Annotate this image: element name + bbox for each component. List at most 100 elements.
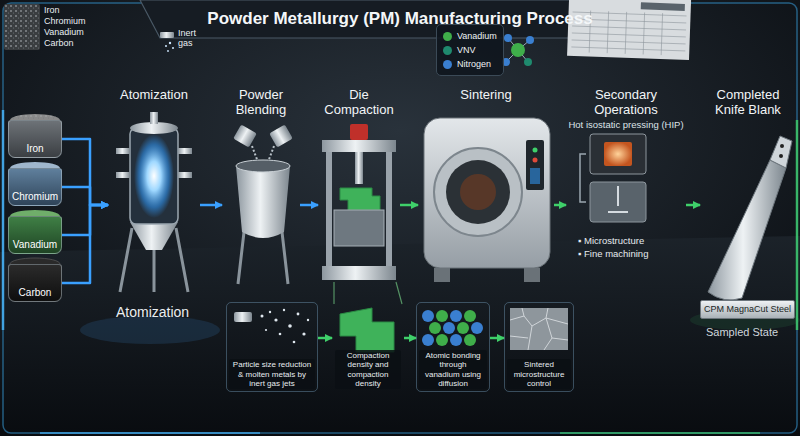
text-label: Atomization xyxy=(116,304,189,320)
knife-blank-part xyxy=(770,136,792,168)
process-stage: Completed Knife BlankCPM MagnaCut Steel xyxy=(700,86,796,322)
text-label: Chromium xyxy=(44,16,86,26)
powder-swatch-part xyxy=(4,4,40,50)
furnace xyxy=(424,118,550,282)
microstructure-panel-art-part xyxy=(510,308,568,350)
die-callout xyxy=(334,282,402,304)
legend-swatch xyxy=(443,46,452,55)
node-heading: Chromium xyxy=(12,191,58,202)
node-heading: Secondary Operations xyxy=(568,88,684,118)
spray-panel-art-part xyxy=(297,313,300,316)
frame-part xyxy=(2,110,5,330)
legend-text: Nitrogen xyxy=(457,59,491,69)
atom-panel-art-part xyxy=(422,310,434,322)
inert-gas-icon xyxy=(160,32,174,52)
spray-panel-art-part xyxy=(307,319,309,321)
compact-panel-art-part xyxy=(340,308,394,352)
microstructure-panel-art-part xyxy=(510,308,568,350)
die-press-part xyxy=(355,152,363,184)
die-callout-part xyxy=(334,282,402,304)
spray-panel-art-part xyxy=(234,312,252,322)
inert-gas-icon-part xyxy=(165,45,167,47)
hip-machine-part xyxy=(580,154,586,202)
node-heading: Completed Knife Blank xyxy=(702,88,794,118)
hip-machine xyxy=(580,134,646,222)
spray-panel-art-part xyxy=(293,341,296,344)
die-press-part xyxy=(322,266,396,280)
die-press-part xyxy=(386,140,392,270)
atom-panel-art-part xyxy=(457,322,469,334)
process-stage: Powder Blending xyxy=(222,86,300,292)
knife-blank-part xyxy=(708,160,786,300)
flow-arrow xyxy=(686,204,700,207)
inert-gas-icon-part xyxy=(169,42,171,44)
atom-panel-art-part xyxy=(436,310,448,322)
atom-panel-art-part xyxy=(464,334,476,346)
blender-part xyxy=(269,125,293,148)
background-part xyxy=(0,236,800,436)
atomizer xyxy=(116,112,192,292)
powder-swatch xyxy=(4,4,40,50)
spray-panel-art-part xyxy=(261,315,264,318)
atomizer-part xyxy=(116,148,130,154)
flow-arrow xyxy=(490,337,504,340)
frame xyxy=(3,3,797,433)
legend-text: Vanadium xyxy=(457,31,497,41)
background-part xyxy=(80,316,220,344)
process-stage: Atomization xyxy=(108,86,200,292)
die-press xyxy=(322,124,396,280)
hip-machine-part xyxy=(590,134,646,174)
spray-panel-art-part xyxy=(283,309,285,311)
node-heading: Die Compaction xyxy=(320,88,398,118)
furnace-part xyxy=(434,148,522,236)
node-text: ▪ Microstructure xyxy=(568,235,644,247)
powder-jar: Chromium xyxy=(8,168,62,206)
die-press-part xyxy=(326,140,332,270)
frame-part xyxy=(796,120,799,330)
spray-panel-art-part xyxy=(265,329,267,331)
flow-arrow xyxy=(300,204,318,207)
powder-jar: Vanadium xyxy=(8,216,62,254)
text-label: Iron xyxy=(44,5,60,15)
atom-panel-art-part xyxy=(450,310,462,322)
blender-part xyxy=(236,166,290,238)
frame-part xyxy=(3,3,797,433)
process-stage: Secondary OperationsHot isostatic pressi… xyxy=(566,86,686,262)
atom-panel-art xyxy=(422,310,483,346)
hip-machine-part xyxy=(590,182,646,222)
detail-panel: Sintered microstructure control xyxy=(504,302,574,392)
furnace-part xyxy=(434,268,450,282)
powder-jar: Iron xyxy=(8,120,62,158)
flow-arrow xyxy=(554,204,566,207)
molecule-icon-part xyxy=(526,36,534,44)
atom-panel-art-part xyxy=(429,322,441,334)
process-stage: Sintering xyxy=(418,86,554,292)
legend-swatch xyxy=(443,32,452,41)
node-heading: Vanadium xyxy=(13,239,57,250)
atom-panel-art-part xyxy=(443,322,455,334)
atomizer-part xyxy=(134,134,174,218)
knife-blank-part xyxy=(779,154,783,158)
spray-panel-art-part xyxy=(302,332,305,335)
inert-gas-icon-part xyxy=(172,47,174,49)
flow-arrow xyxy=(400,204,418,207)
hip-machine-part xyxy=(604,142,632,166)
frame-part xyxy=(40,432,260,434)
blender-part xyxy=(233,125,257,148)
legend-row: Vanadium xyxy=(443,29,497,43)
legend-row: VNV xyxy=(443,43,497,57)
spray-panel-art xyxy=(234,309,309,344)
microstructure-panel-art xyxy=(510,308,568,350)
node-heading: CPM MagnaCut Steel xyxy=(704,304,791,315)
atomizer-part xyxy=(130,222,178,250)
process-stage: Die Compaction xyxy=(318,86,400,292)
text-label: Sampled State xyxy=(706,326,778,339)
data-sheet-part xyxy=(641,2,685,11)
compact-panel-art xyxy=(340,308,394,352)
frame-part xyxy=(560,432,760,434)
die-press-part xyxy=(340,188,380,210)
